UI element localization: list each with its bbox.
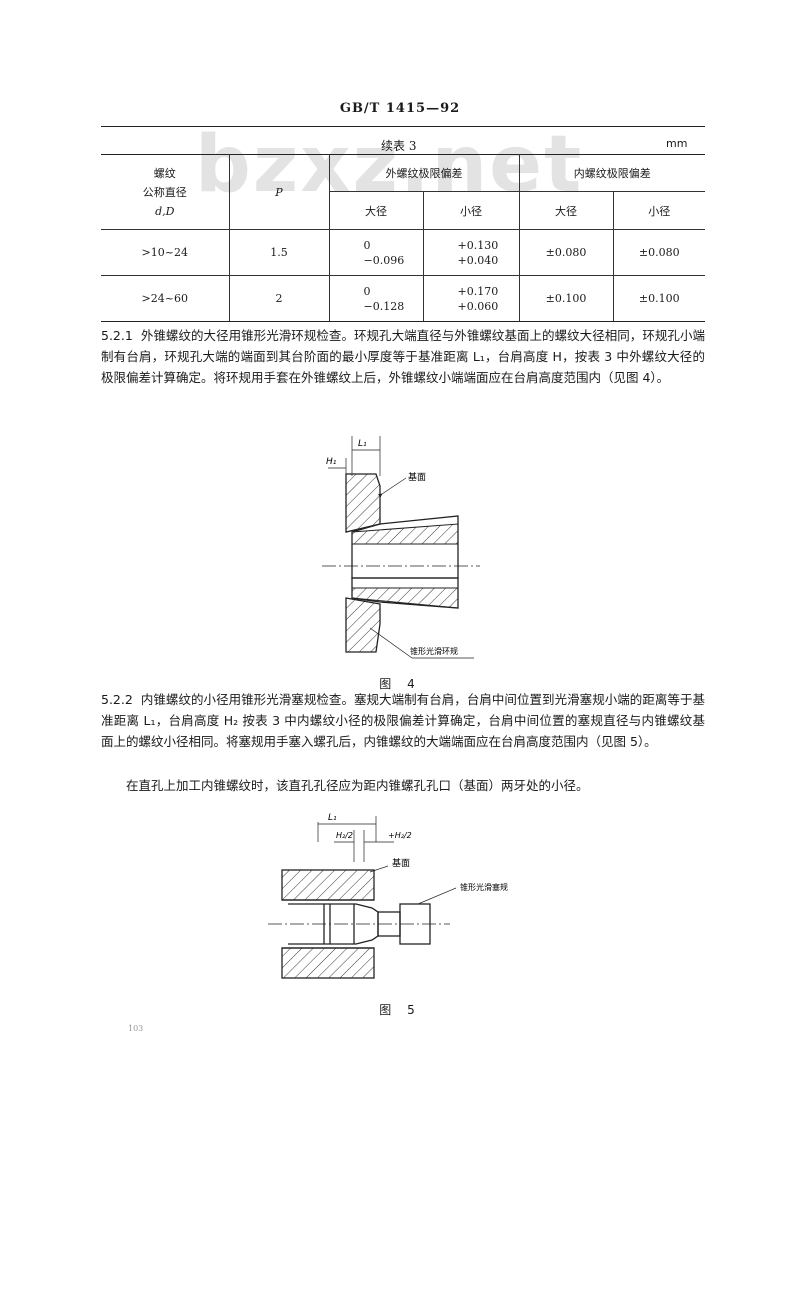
label-H2-plus: +H₂/2 [388,831,412,840]
label-H2-minus: H₂/2 [336,831,353,840]
header-thread-diameter: 螺纹 公称直径 d,D [101,154,230,230]
cell-ext-major: 0 −0.096 [328,229,424,276]
header-rule [101,126,705,127]
table-caption: 续表 3 [381,139,417,153]
section-text: 内锥螺纹的小径用锥形光滑塞规检查。塞规大端制有台肩，台肩中间位置到光滑塞规小端的… [101,692,705,749]
cell-value: −0.128 [363,299,405,313]
header-thread-line3: d,D [155,204,175,218]
page-number: 103 [128,1024,144,1033]
label-ring-gauge: 锥形光滑环规 [410,646,458,656]
cell-value: 0 [363,284,371,298]
standard-header: GB/T 1415—92 [339,101,461,116]
label-plug-gauge: 锥形光滑塞规 [460,882,508,892]
section-text: 外锥螺纹的大径用锥形光滑环规检查。环规孔大端直径与外锥螺纹基面上的螺纹大径相同，… [101,328,705,385]
label-L1: L₁ [328,813,337,823]
figure-4-caption: 图 4 [379,677,421,691]
section-number: 5.2.2 [101,692,133,707]
header-ext-major: 大径 [329,191,424,230]
figure-4: L₁ H₁ 基面 锥形光滑环规 [322,436,480,659]
cell-value: +0.040 [457,253,499,267]
label-H1: H₁ [326,457,337,467]
cell-ext-major: 0 −0.128 [328,275,424,322]
label-L1: L₁ [358,439,367,449]
tolerance-table: 螺纹 公称直径 d,D P 外螺纹极限偏差 内螺纹极限偏差 大径 小径 大径 小… [101,154,705,322]
cell-value: −0.096 [363,253,405,267]
cell-range: >10~24 [101,229,230,276]
table-row: >24~60 2 0 −0.128 +0.170 +0.060 ±0.100 ±… [101,275,705,322]
cell-value: +0.060 [457,299,499,313]
cell-value: +0.170 [457,284,499,298]
header-pitch: P [228,154,330,230]
table-row: >10~24 1.5 0 −0.096 +0.130 +0.040 ±0.080… [101,229,705,276]
header-int-major: 大径 [518,191,614,230]
figure-5-caption: 图 5 [379,1003,421,1017]
header-external-group: 外螺纹极限偏差 [328,154,520,192]
cell-ext-minor: +0.170 +0.060 [422,275,520,322]
cell-int-minor: ±0.080 [612,229,705,276]
cell-int-major: ±0.080 [518,229,614,276]
header-internal-group: 内螺纹极限偏差 [518,154,705,192]
section-number: 5.2.1 [101,328,133,343]
cell-value: 0 [363,238,371,252]
header-thread-line1: 螺纹 [153,166,176,180]
cell-int-minor: ±0.100 [612,275,705,322]
header-thread-line2: 公称直径 [142,185,187,199]
header-ext-minor: 小径 [422,191,520,230]
cell-value: +0.130 [457,238,499,252]
cell-pitch: 2 [228,275,330,322]
cell-pitch: 1.5 [228,229,330,276]
label-base: 基面 [392,857,410,869]
cell-int-major: ±0.100 [518,275,614,322]
cell-ext-minor: +0.130 +0.040 [422,229,520,276]
table-unit: mm [666,137,688,150]
cell-range: >24~60 [101,275,230,322]
figure-5: L₁ H₂/2 +H₂/2 基面 锥形光滑塞规 [268,813,508,979]
label-base: 基面 [408,471,426,483]
header-int-minor: 小径 [612,191,705,230]
section-5-2-2-note: 在直孔上加工内锥螺纹时，该直孔孔径应为距内锥螺孔孔口（基面）两牙处的小径。 [126,778,589,793]
